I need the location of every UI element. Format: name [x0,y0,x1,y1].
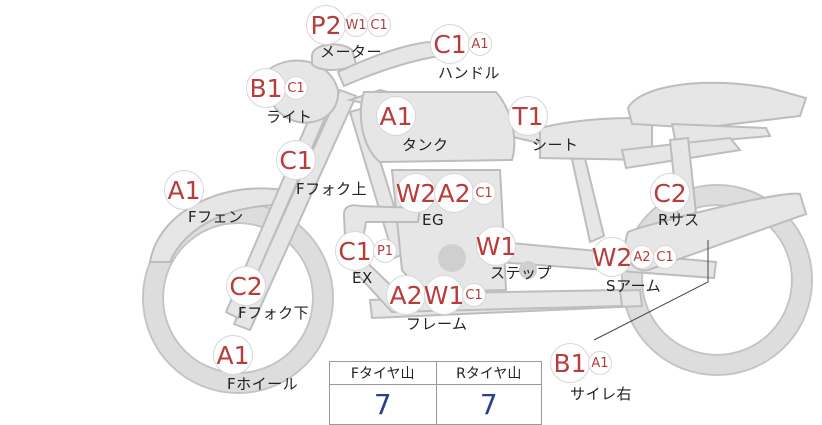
callout-fork-lower: C2 Fフォク下 [226,266,309,322]
code-badge: T1 [508,96,548,136]
code-badge: P2 [306,5,346,45]
part-label: シート [532,136,579,154]
code-badge: C1 [462,283,486,307]
part-label: フレーム [406,315,468,333]
callout-f-wheel: A1 Fホイール [213,335,298,393]
code-badge: A1 [213,335,253,375]
tire-tread-table: Fタイヤ山 Rタイヤ山 7 7 [329,361,542,425]
part-label: EG [422,211,445,229]
code-badge: C1 [430,24,470,64]
part-label: ステップ [490,264,553,282]
part-label: Fフォク下 [238,304,310,322]
code-badge: A2 [386,275,426,315]
code-badge: C1 [284,76,308,100]
code-badge: B1 [246,68,286,108]
part-label: Sアーム [606,277,662,295]
callout-fender: A1 Fフェン [164,170,243,226]
callout-tank: A1 タンク [376,96,448,154]
code-badge: C1 [335,231,375,271]
part-label: ライト [266,108,313,126]
callout-seat: T1 シート [508,96,578,154]
code-badge: A1 [164,170,204,210]
part-label: サイレ右 [570,385,633,403]
rear-wheel-shape [623,186,811,374]
code-badge: W2 [592,237,632,277]
rear-tire-header: Rタイヤ山 [435,362,541,385]
part-label: タンク [402,136,449,154]
code-badge: W1 [424,275,464,315]
part-label: Fフェン [188,208,244,226]
code-badge: C1 [367,13,391,37]
code-badge: C1 [276,140,316,180]
part-label: Fホイール [227,375,299,393]
code-badge: A2 [434,173,474,213]
tail-shape [626,81,808,130]
code-badge: A2 [630,245,654,269]
code-badge: P1 [373,239,397,263]
code-badge: A1 [588,351,612,375]
code-badge: B1 [550,343,590,383]
front-tire-value: 7 [373,388,392,421]
exhaust-shape [342,204,624,314]
front-wheel-shape [144,204,332,392]
callout-fork-upper: C1 Fフォク上 [276,140,367,198]
part-label: Fフォク上 [296,180,368,198]
rear-tire-value: 7 [435,385,542,424]
code-badge: A1 [468,32,492,56]
callout-r-sus: C2 Rサス [650,173,699,229]
code-badge: C2 [226,266,266,306]
code-badge: W2 [396,173,436,213]
callout-step: W1 ステップ [476,226,552,282]
front-tire-header: Fタイヤ山 [330,362,436,385]
part-label: EX [352,269,373,287]
code-badge: A1 [376,96,416,136]
code-badge: C2 [650,173,690,213]
part-label: Rサス [658,211,700,229]
code-badge: W1 [344,13,368,37]
code-badge: C1 [472,181,496,205]
code-badge: C1 [653,245,677,269]
part-label: ハンドル [438,64,501,82]
code-badge: W1 [476,226,516,266]
part-label: メーター [320,43,383,61]
